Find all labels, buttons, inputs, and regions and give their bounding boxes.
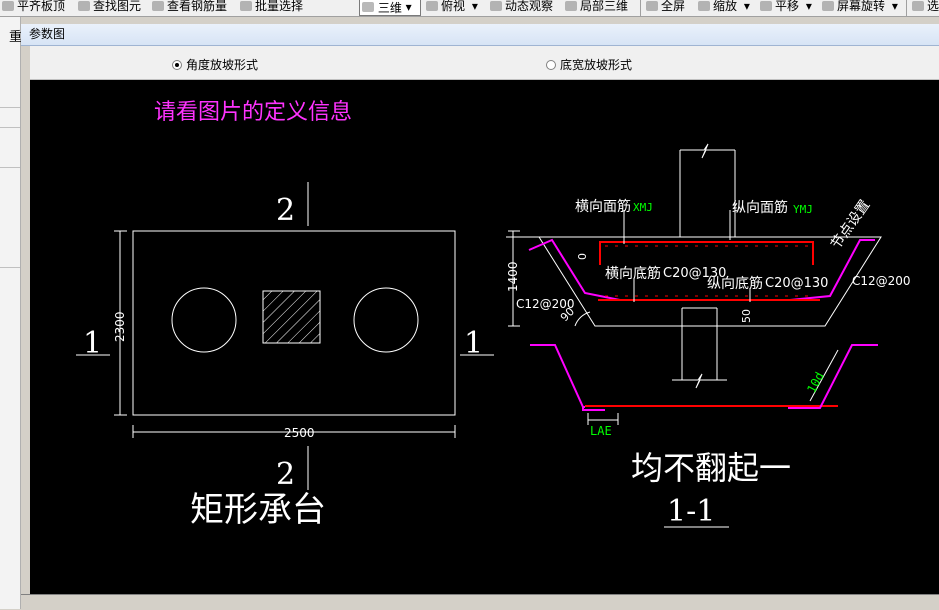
fullscreen-icon <box>646 1 658 11</box>
orbit-icon <box>490 1 502 11</box>
rebar-icon <box>152 1 164 11</box>
pile-cap-outline <box>132 230 456 416</box>
rotate-icon <box>822 1 834 11</box>
panel-title-bar: 参数图 <box>21 24 939 46</box>
pan-button[interactable]: 平移 ▾ <box>760 0 812 15</box>
section-caption: 均不翻起一 <box>631 449 791 487</box>
bottom-long-spec: C20@130 <box>765 276 828 291</box>
plan-view: 2 2 1 1 2500 2300 矩形承台 <box>76 182 494 530</box>
side-right-spec: C12@200 <box>852 274 911 288</box>
view-3d-dropdown[interactable]: 三维 ▾ <box>359 0 421 16</box>
top-trans-label: 横向面筋 <box>575 198 631 215</box>
parameter-drawing-canvas: 请看图片的定义信息 2 2 1 1 2500 2300 矩形承台 <box>30 80 939 594</box>
side-left-spec: C12@200 <box>516 297 575 311</box>
drawing-svg: 请看图片的定义信息 2 2 1 1 2500 2300 矩形承台 <box>76 100 911 530</box>
fullscreen-button[interactable]: 全屏 <box>646 0 685 15</box>
column-hatch <box>262 290 321 344</box>
zero-dim-label: 0 <box>576 253 589 260</box>
section-view: 横向面筋 XMJ 纵向面筋 YMJ 节点设置 横向底筋 C20@130 纵向底筋… <box>506 143 911 529</box>
section2-label-bottom: 2 <box>276 457 295 492</box>
toolbar-separator <box>906 0 907 16</box>
screen-rotate-button[interactable]: 屏幕旋转 ▾ <box>822 0 898 15</box>
section-height-label: 1400 <box>506 261 520 292</box>
tend-dim-label: 10d <box>804 370 827 396</box>
angle-slope-option[interactable]: 角度放坡形式 <box>172 56 258 73</box>
section1-label-left: 1 <box>83 326 102 361</box>
select-icon <box>912 1 924 11</box>
break-symbol <box>680 143 735 159</box>
cube-icon <box>362 2 374 12</box>
radio-checked-icon[interactable] <box>172 59 182 70</box>
bottom-long-label: 纵向底筋 <box>707 275 763 292</box>
width-dim-label: 2500 <box>284 426 315 440</box>
panel-title: 参数图 <box>29 27 66 41</box>
sidebar-divider <box>0 127 20 128</box>
view-rebar-button[interactable]: 查看钢筋量 <box>152 0 227 15</box>
align-slab-top-button[interactable]: 平齐板顶 <box>2 0 65 15</box>
dynamic-orbit-button[interactable]: 动态观察 <box>490 0 553 15</box>
sidebar-divider <box>0 167 20 168</box>
zoom-button[interactable]: 缩放 ▾ <box>698 0 750 15</box>
align-icon <box>2 1 14 11</box>
lower-slope-right <box>788 344 878 409</box>
pile-circle-left <box>171 287 237 353</box>
side-rebar-left <box>528 238 621 301</box>
top-rebar <box>599 241 814 265</box>
top-trans-code: XMJ <box>633 201 653 214</box>
width-slope-option[interactable]: 底宽放坡形式 <box>546 56 632 73</box>
top-view-button[interactable]: 俯视 ▾ <box>426 0 478 15</box>
main-toolbar: 平齐板顶 查找图元 查看钢筋量 批量选择 三维 ▾ 俯视 ▾ 动态观察 局部三维… <box>0 0 939 17</box>
find-element-button[interactable]: 查找图元 <box>78 0 141 15</box>
break-symbol <box>672 373 727 389</box>
slope-mode-options: 角度放坡形式 底宽放坡形式 <box>30 46 939 80</box>
top-long-code: YMJ <box>793 203 813 216</box>
pile-circle-right <box>353 287 419 353</box>
side-rebar-right <box>789 239 875 301</box>
local-3d-icon <box>565 1 577 11</box>
sidebar-divider <box>0 267 20 268</box>
top-long-label: 纵向面筋 <box>732 199 788 216</box>
height-dim-label: 2300 <box>113 311 127 342</box>
plan-caption: 矩形承台 <box>190 490 326 530</box>
lower-slope-left <box>530 344 585 408</box>
sidebar-divider <box>0 107 20 108</box>
radio-unchecked-icon[interactable] <box>546 59 556 70</box>
pan-icon <box>760 1 772 11</box>
left-sidebar <box>0 17 21 609</box>
find-icon <box>78 1 90 11</box>
select-button[interactable]: 选 <box>912 0 939 15</box>
lae-dim-label: LAE <box>590 424 612 438</box>
sidebar-item-label[interactable]: 重 <box>9 30 23 45</box>
batch-select-button[interactable]: 批量选择 <box>240 0 303 15</box>
section1-label-right: 1 <box>464 326 483 361</box>
section2-label-top: 2 <box>276 193 295 228</box>
lower-hook <box>582 407 605 411</box>
fifty-dim-label: 50 <box>740 309 753 323</box>
bottom-bar <box>21 594 939 610</box>
local-3d-button[interactable]: 局部三维 <box>565 0 628 15</box>
toolbar-separator <box>640 0 641 16</box>
bottom-trans-label: 横向底筋 <box>605 265 661 282</box>
bottom-trans-spec: C20@130 <box>663 266 726 281</box>
section-label: 1-1 <box>667 494 715 529</box>
node-setting-label: 节点设置 <box>828 197 873 252</box>
tend-dim-line <box>809 349 839 402</box>
top-view-icon <box>426 1 438 11</box>
zoom-icon <box>698 1 710 11</box>
angle-arc <box>574 311 591 327</box>
info-text: 请看图片的定义信息 <box>154 100 352 125</box>
batch-select-icon <box>240 1 252 11</box>
